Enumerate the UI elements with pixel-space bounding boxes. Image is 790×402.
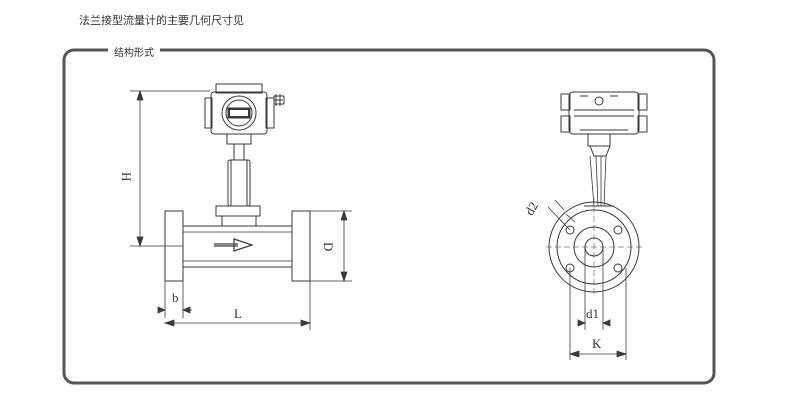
label-d2: d2 (522, 199, 541, 218)
section-label: 结构形式 (108, 44, 160, 59)
transmitter-head-side (560, 91, 648, 135)
dimension-d2 (547, 199, 576, 231)
flange-side (546, 198, 642, 296)
transmitter-head-front (204, 83, 285, 135)
label-H: H (119, 172, 134, 181)
dimension-b (157, 281, 192, 318)
label-b: b (172, 290, 179, 305)
dimension-K (568, 268, 628, 360)
stem-front (215, 133, 261, 227)
front-view (130, 83, 352, 330)
label-d1: d1 (586, 306, 599, 321)
label-D: D (321, 242, 336, 251)
dimension-d1 (577, 247, 611, 330)
stem-side (584, 133, 614, 207)
side-view (546, 91, 648, 360)
label-K: K (592, 336, 602, 351)
drawing-frame (62, 48, 716, 385)
pipe-body-front (164, 210, 311, 282)
page-heading: 法兰接型流量计的主要几何尺寸见 (79, 14, 244, 27)
dimension-L (163, 281, 312, 330)
flow-arrow (214, 238, 254, 252)
label-L: L (234, 306, 242, 321)
dimension-D (310, 209, 352, 283)
dimension-H (130, 89, 210, 248)
